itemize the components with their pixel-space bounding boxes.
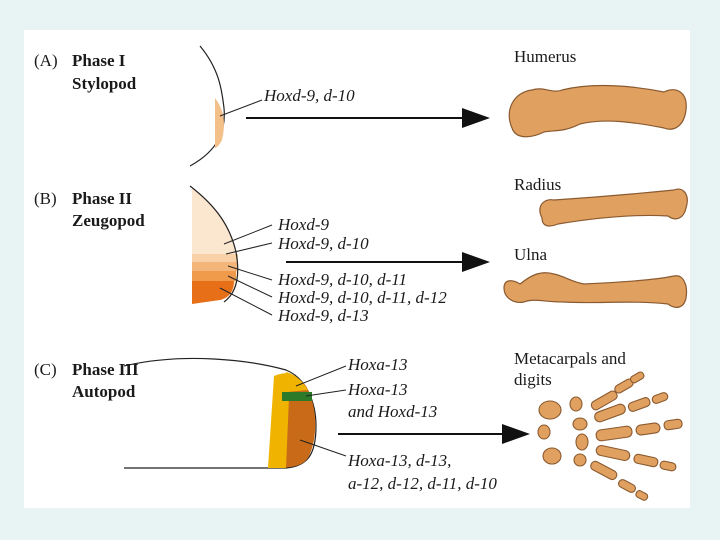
gene-label-phase3-2: Hoxa-13 — [348, 380, 408, 399]
gene-label-phase1: Hoxd-9, d-10 — [264, 86, 355, 105]
gene-label-phase2-5: Hoxd-9, d-13 — [278, 306, 369, 325]
stylopod-limb-bud — [189, 45, 263, 167]
humerus-label: Humerus — [514, 47, 577, 66]
ulna-label: Ulna — [514, 245, 548, 264]
gene-label-phase3-5: a-12, d-12, d-11, d-10 — [348, 474, 497, 493]
phase-c-title: Phase III — [72, 360, 139, 379]
radius-label: Radius — [514, 175, 562, 194]
gene-label-phase2-2: Hoxd-9, d-10 — [278, 234, 369, 253]
metacarpals-label: Metacarpals and — [514, 349, 626, 368]
gene-label-phase2-1: Hoxd-9 — [278, 215, 329, 234]
zeugopod-limb-bud — [189, 185, 273, 316]
gene-label-phase2-3: Hoxd-9, d-10, d-11 — [278, 270, 408, 289]
figure-graphics — [123, 45, 688, 501]
phase-b-region: Zeugopod — [72, 211, 145, 230]
phase-a-title: Phase I — [72, 51, 126, 70]
radius-bone — [539, 188, 688, 227]
phase-a-letter: (A) — [34, 51, 58, 70]
metacarpals-digits-bones — [537, 371, 683, 501]
phase-c-letter: (C) — [34, 360, 57, 379]
figure-panel: (A) Phase I Stylopod (B) Phase II Zeugop… — [24, 30, 690, 508]
gene-label-phase3-4: Hoxa-13, d-13, — [348, 451, 452, 470]
phase-b-letter: (B) — [34, 189, 57, 208]
humerus-bone — [508, 84, 687, 138]
phase-c-region: Autopod — [72, 382, 136, 401]
gene-label-phase3-3: and Hoxd-13 — [348, 402, 438, 421]
gene-label-phase3-1: Hoxa-13 — [348, 355, 408, 374]
ulna-bone — [503, 272, 688, 308]
autopod-limb-bud — [123, 357, 347, 469]
digits-label: digits — [514, 370, 552, 389]
phase-b-title: Phase II — [72, 189, 132, 208]
gene-label-phase2-4: Hoxd-9, d-10, d-11, d-12 — [278, 288, 447, 307]
phase-a-region: Stylopod — [72, 74, 137, 93]
